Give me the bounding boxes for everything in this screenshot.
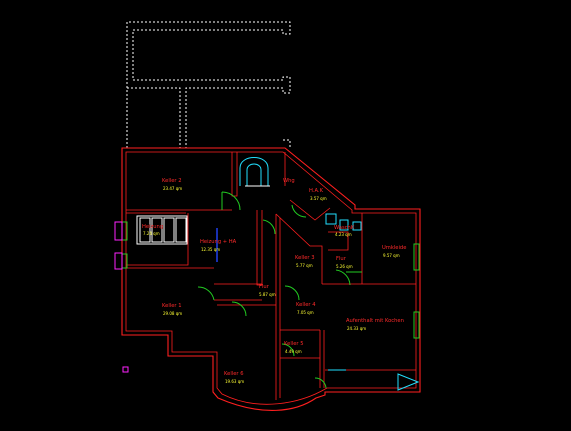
room-keller-3-area: 5.77 qm bbox=[296, 263, 313, 268]
room-keller-5-name: Keller 5 bbox=[284, 341, 304, 347]
room-flur-right-name: Flur bbox=[336, 256, 347, 262]
room-flur-right-area: 5.26 qm bbox=[336, 264, 353, 269]
upper-outline bbox=[126, 21, 291, 148]
room-keller-4-area: 7.05 qm bbox=[297, 310, 314, 315]
room-keller-1-name: Keller 1 bbox=[162, 303, 182, 309]
room-keller-4-name: Keller 4 bbox=[296, 302, 316, 308]
washbasin-fixture bbox=[325, 213, 362, 231]
room-heizung-ha-area: 12.35 qm bbox=[201, 247, 220, 252]
room-keller-1-area: 29.08 qm bbox=[163, 311, 182, 316]
room-heizung-ha-name: Heizung + HA bbox=[200, 239, 237, 245]
room-flur-mid-name: Flur bbox=[259, 284, 270, 290]
markers bbox=[114, 221, 129, 373]
room-keller-2-area: 23.47 qm bbox=[163, 186, 182, 191]
stair-fixture bbox=[239, 157, 270, 187]
room-whg-name: Whg bbox=[283, 178, 295, 184]
room-keller-6-name: Keller 6 bbox=[224, 371, 244, 377]
room-aufenthalt-area: 24.33 qm bbox=[347, 326, 366, 331]
interior-walls bbox=[126, 152, 416, 400]
room-hak-area: 3.57 qm bbox=[310, 196, 327, 201]
boiler-fixture bbox=[136, 215, 188, 245]
room-keller-6-area: 19.63 qm bbox=[225, 379, 244, 384]
room-umkleide-area: 9.57 qm bbox=[383, 253, 400, 258]
outer-walls bbox=[121, 147, 421, 411]
room-keller-3-name: Keller 3 bbox=[295, 255, 315, 261]
room-heizung-name: Heizung bbox=[142, 224, 163, 230]
room-flur-mid-area: 5.87 qm bbox=[259, 292, 276, 297]
room-hak-name: H.A.K bbox=[309, 188, 324, 194]
room-waschk-area: 4.23 qm bbox=[335, 232, 352, 237]
entry-arrow-icon bbox=[328, 369, 420, 391]
room-aufenthalt-name: Aufenthalt mit Kochen bbox=[346, 318, 404, 324]
room-labels: Keller 2 23.47 qm Whg H.A.K 3.57 qm Heiz… bbox=[142, 178, 406, 384]
room-keller-5-area: 4.49 qm bbox=[285, 349, 302, 354]
room-heizung-area: 7.24 qm bbox=[143, 231, 160, 236]
room-umkleide-name: Umkleide bbox=[382, 245, 406, 251]
doors bbox=[197, 191, 362, 389]
room-waschk-name: WaschK bbox=[334, 225, 355, 231]
room-keller-2-name: Keller 2 bbox=[162, 178, 182, 184]
